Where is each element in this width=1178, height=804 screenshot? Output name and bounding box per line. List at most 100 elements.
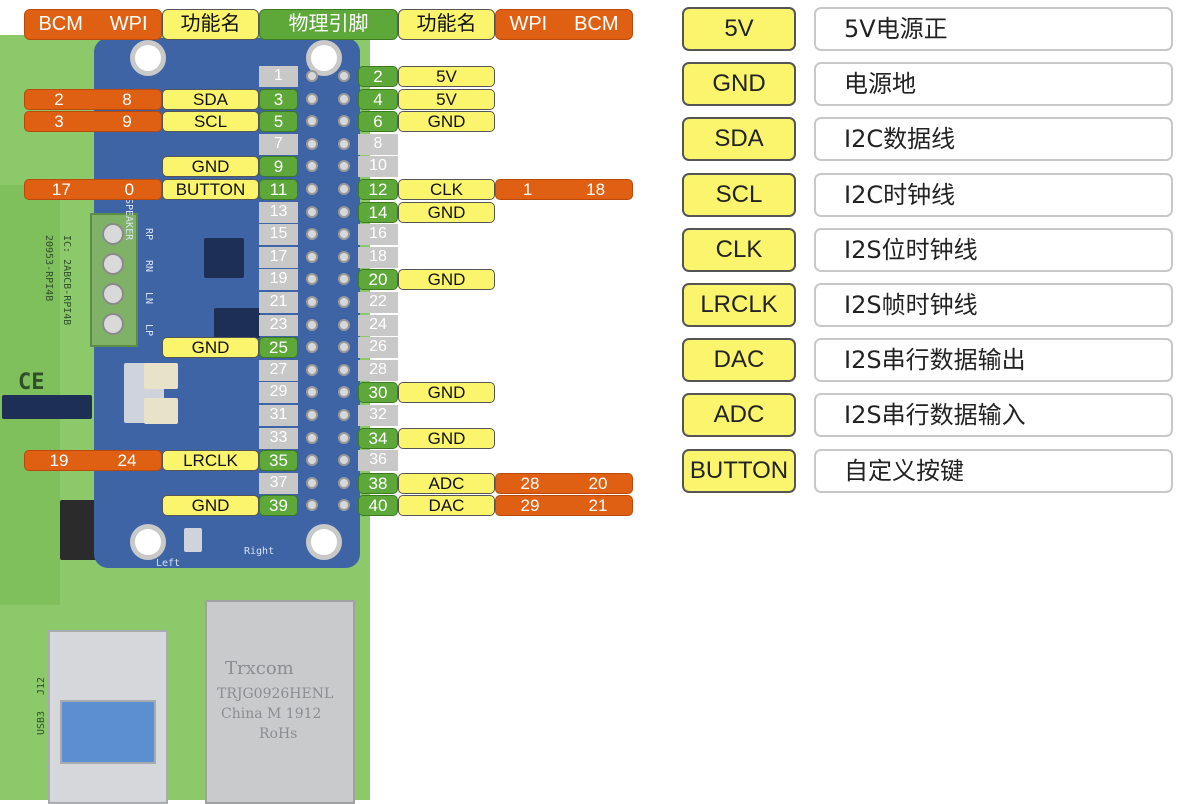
header-pin-dot (306, 432, 318, 444)
physical-pin-8: 8 (358, 134, 398, 155)
legend-description: I2C时钟线 (814, 172, 1173, 217)
pi-silk-usb3: USB3 (36, 710, 47, 735)
pi-silk-ic: IC: 2ABCB-RPI4B (61, 235, 72, 326)
pin-12-bcm: 18 (586, 180, 606, 199)
rj45-brand: Trxcom (225, 658, 294, 679)
legend-description: I2S串行数据输入 (814, 393, 1173, 438)
pin-35-wpi: 24 (117, 451, 137, 470)
physical-pin-19: 19 (259, 269, 298, 290)
physical-pin-24: 24 (358, 315, 398, 336)
physical-pin-28: 28 (358, 360, 398, 381)
physical-pin-7: 7 (259, 134, 298, 155)
pin-6-function: GND (398, 111, 495, 132)
pin-9-function: GND (162, 156, 259, 177)
physical-pin-21: 21 (259, 292, 298, 313)
legend-description: 自定义按键 (814, 448, 1173, 493)
header-pin-dot (338, 273, 350, 285)
header-left-bcm-wpi: BCM WPI (24, 9, 162, 40)
header-pin-dot (306, 364, 318, 376)
physical-pin-5: 5 (259, 111, 298, 132)
pin-40-function: DAC (398, 495, 495, 516)
legend-key: ADC (682, 393, 796, 438)
physical-pin-32: 32 (358, 405, 398, 426)
pin-5-bcm: 3 (54, 112, 64, 131)
header-pin-dot (338, 251, 350, 263)
physical-pin-9: 9 (259, 156, 298, 177)
usb-port-inner (60, 700, 156, 764)
physical-pin-15: 15 (259, 224, 298, 245)
legend-description: I2S帧时钟线 (814, 283, 1173, 327)
physical-pin-10: 10 (358, 156, 398, 177)
legend-key: DAC (682, 338, 796, 383)
pin-40-bcm: 21 (588, 496, 608, 515)
hat-silk-rp: RP (143, 228, 154, 241)
physical-pin-25: 25 (259, 337, 298, 358)
header-pin-dot (306, 138, 318, 150)
header-pin-dot (306, 115, 318, 127)
mount-hole (306, 40, 342, 76)
legend-key: 5V (682, 7, 796, 51)
physical-pin-26: 26 (358, 337, 398, 358)
hat-silk-left: Left (156, 558, 181, 569)
pin-30-function: GND (398, 382, 495, 403)
header-pin-dot (306, 341, 318, 353)
physical-pin-1: 1 (259, 66, 298, 87)
physical-pin-37: 37 (259, 473, 298, 494)
header-pin-dot (338, 93, 350, 105)
header-pin-dot (306, 319, 318, 331)
header-pin-dot (338, 454, 350, 466)
physical-pin-38: 38 (358, 473, 398, 494)
pin-3-bcm: 2 (54, 90, 64, 109)
physical-pin-6: 6 (358, 111, 398, 132)
header-pin-dot (338, 160, 350, 172)
header-left-bcm: BCM (38, 13, 83, 35)
terminal-screw (102, 313, 124, 335)
legend-key: SDA (682, 117, 796, 162)
pin-2-function: 5V (398, 66, 495, 87)
pin-20-function: GND (398, 269, 495, 290)
header-pin-dot (306, 499, 318, 511)
header-pin-dot (338, 364, 350, 376)
header-pin-dot (306, 183, 318, 195)
microphone (184, 528, 202, 552)
physical-pin-3: 3 (259, 89, 298, 110)
header-pin-dot (338, 499, 350, 511)
header-pin-dot (338, 206, 350, 218)
hat-component (144, 398, 178, 424)
pin-34-function: GND (398, 428, 495, 449)
hat-chip (204, 238, 244, 278)
pin-35-bcm: 19 (49, 451, 69, 470)
header-pin-dot (306, 454, 318, 466)
physical-pin-34: 34 (358, 428, 398, 449)
legend-key: CLK (682, 227, 796, 272)
pin-38-bcm: 20 (588, 474, 608, 493)
hat-silk-ln: LN (143, 292, 154, 305)
rj45-part: TRJG0926HENL (217, 686, 334, 702)
pin-14-function: GND (398, 202, 495, 223)
header-pin-dot (306, 386, 318, 398)
physical-pin-2: 2 (358, 66, 398, 87)
header-pin-dot (338, 319, 350, 331)
header-pin-dot (338, 386, 350, 398)
pin-38-wpi: 28 (520, 474, 540, 493)
header-pin-dot (338, 432, 350, 444)
hat-chip-2 (214, 308, 260, 338)
physical-pin-35: 35 (259, 450, 298, 471)
pin-38-bcm-wpi: 28 20 (495, 473, 633, 494)
physical-pin-14: 14 (358, 202, 398, 223)
header-pin-dot (306, 477, 318, 489)
physical-pin-23: 23 (259, 315, 298, 336)
physical-pin-20: 20 (358, 269, 398, 290)
header-pin-dot (306, 228, 318, 240)
pi-silk-j12: J12 (36, 676, 47, 695)
pin-35-function: LRCLK (162, 450, 259, 471)
pi-silk-ce: CE (18, 370, 45, 395)
hat-silk-rn: RN (143, 260, 154, 273)
pin-39-function: GND (162, 495, 259, 516)
pin-5-function: SCL (162, 111, 259, 132)
physical-pin-17: 17 (259, 247, 298, 268)
legend-key: LRCLK (682, 283, 796, 327)
